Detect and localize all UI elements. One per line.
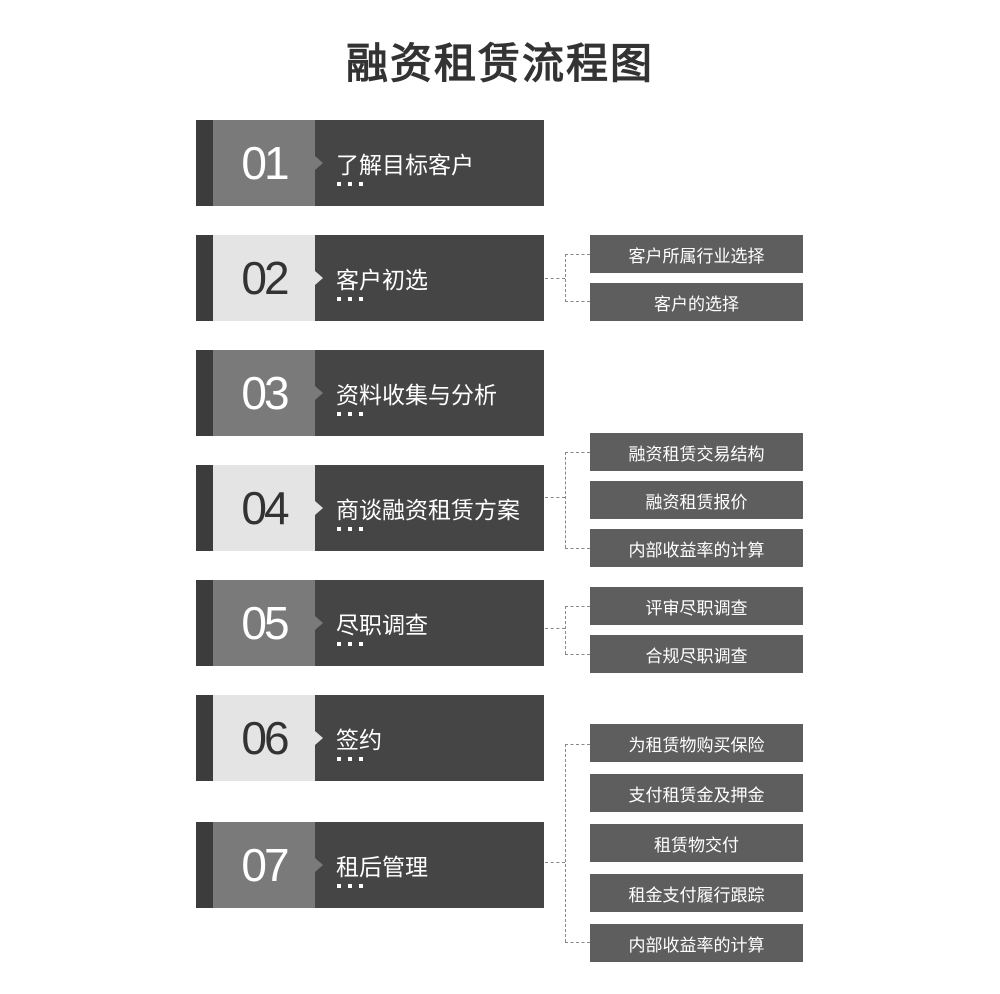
step-stripe [196,580,213,666]
substep-box: 合规尽职调查 [590,635,803,673]
step-03: 03 资料收集与分析 [196,350,544,436]
step-label: 签约 [336,728,382,754]
connector-line [565,452,566,548]
step-label: 了解目标客户 [336,153,474,179]
step-stripe [196,120,213,206]
step-stripe [196,350,213,436]
step-07: 07 租后管理 [196,822,544,908]
connector-line [565,548,590,549]
arrow-right-icon [315,271,323,285]
page-title: 融资租赁流程图 [345,39,654,88]
substep-box: 内部收益率的计算 [590,924,803,962]
ellipsis-icon [337,884,363,888]
step-01: 01 了解目标客户 [196,120,544,206]
step-stripe [196,822,213,908]
connector-line [565,744,566,942]
connector-line [565,744,590,745]
connector-line [545,278,565,279]
step-number: 07 [213,822,315,908]
ellipsis-icon [337,297,363,301]
arrow-right-icon [315,386,323,400]
step-04: 04 商谈融资租赁方案 [196,465,544,551]
arrow-right-icon [315,731,323,745]
ellipsis-icon [337,182,363,186]
ellipsis-icon [337,527,363,531]
arrow-right-icon [315,156,323,170]
connector-line [565,606,590,607]
step-label: 客户初选 [336,268,428,294]
arrow-right-icon [315,616,323,630]
step-stripe [196,695,213,781]
substep-box: 客户的选择 [590,283,803,321]
ellipsis-icon [337,412,363,416]
substep-box: 客户所属行业选择 [590,235,803,273]
step-06: 06 签约 [196,695,544,781]
step-number: 01 [213,120,315,206]
connector-line [565,452,590,453]
step-number: 02 [213,235,315,321]
substep-box: 评审尽职调查 [590,587,803,625]
step-number: 03 [213,350,315,436]
substep-box: 融资租赁报价 [590,481,803,519]
step-02: 02 客户初选 [196,235,544,321]
substep-box: 内部收益率的计算 [590,529,803,567]
substep-box: 租赁物交付 [590,824,803,862]
step-label: 尽职调查 [336,613,428,639]
substep-box: 支付租赁金及押金 [590,774,803,812]
step-05: 05 尽职调查 [196,580,544,666]
connector-line [545,497,565,498]
connector-line [565,254,590,255]
ellipsis-icon [337,642,363,646]
substep-box: 融资租赁交易结构 [590,433,803,471]
substep-box: 租金支付履行跟踪 [590,874,803,912]
connector-line [565,654,590,655]
ellipsis-icon [337,757,363,761]
connector-line [545,862,565,863]
step-label: 商谈融资租赁方案 [336,498,520,524]
connector-line [565,301,590,302]
connector-line [565,942,590,943]
step-label: 租后管理 [336,855,428,881]
connector-line [565,254,566,302]
step-number: 05 [213,580,315,666]
connector-line [565,606,566,654]
step-stripe [196,465,213,551]
step-label: 资料收集与分析 [336,383,497,409]
connector-line [545,628,565,629]
substep-box: 为租赁物购买保险 [590,724,803,762]
arrow-right-icon [315,858,323,872]
step-stripe [196,235,213,321]
step-number: 04 [213,465,315,551]
step-number: 06 [213,695,315,781]
arrow-right-icon [315,501,323,515]
